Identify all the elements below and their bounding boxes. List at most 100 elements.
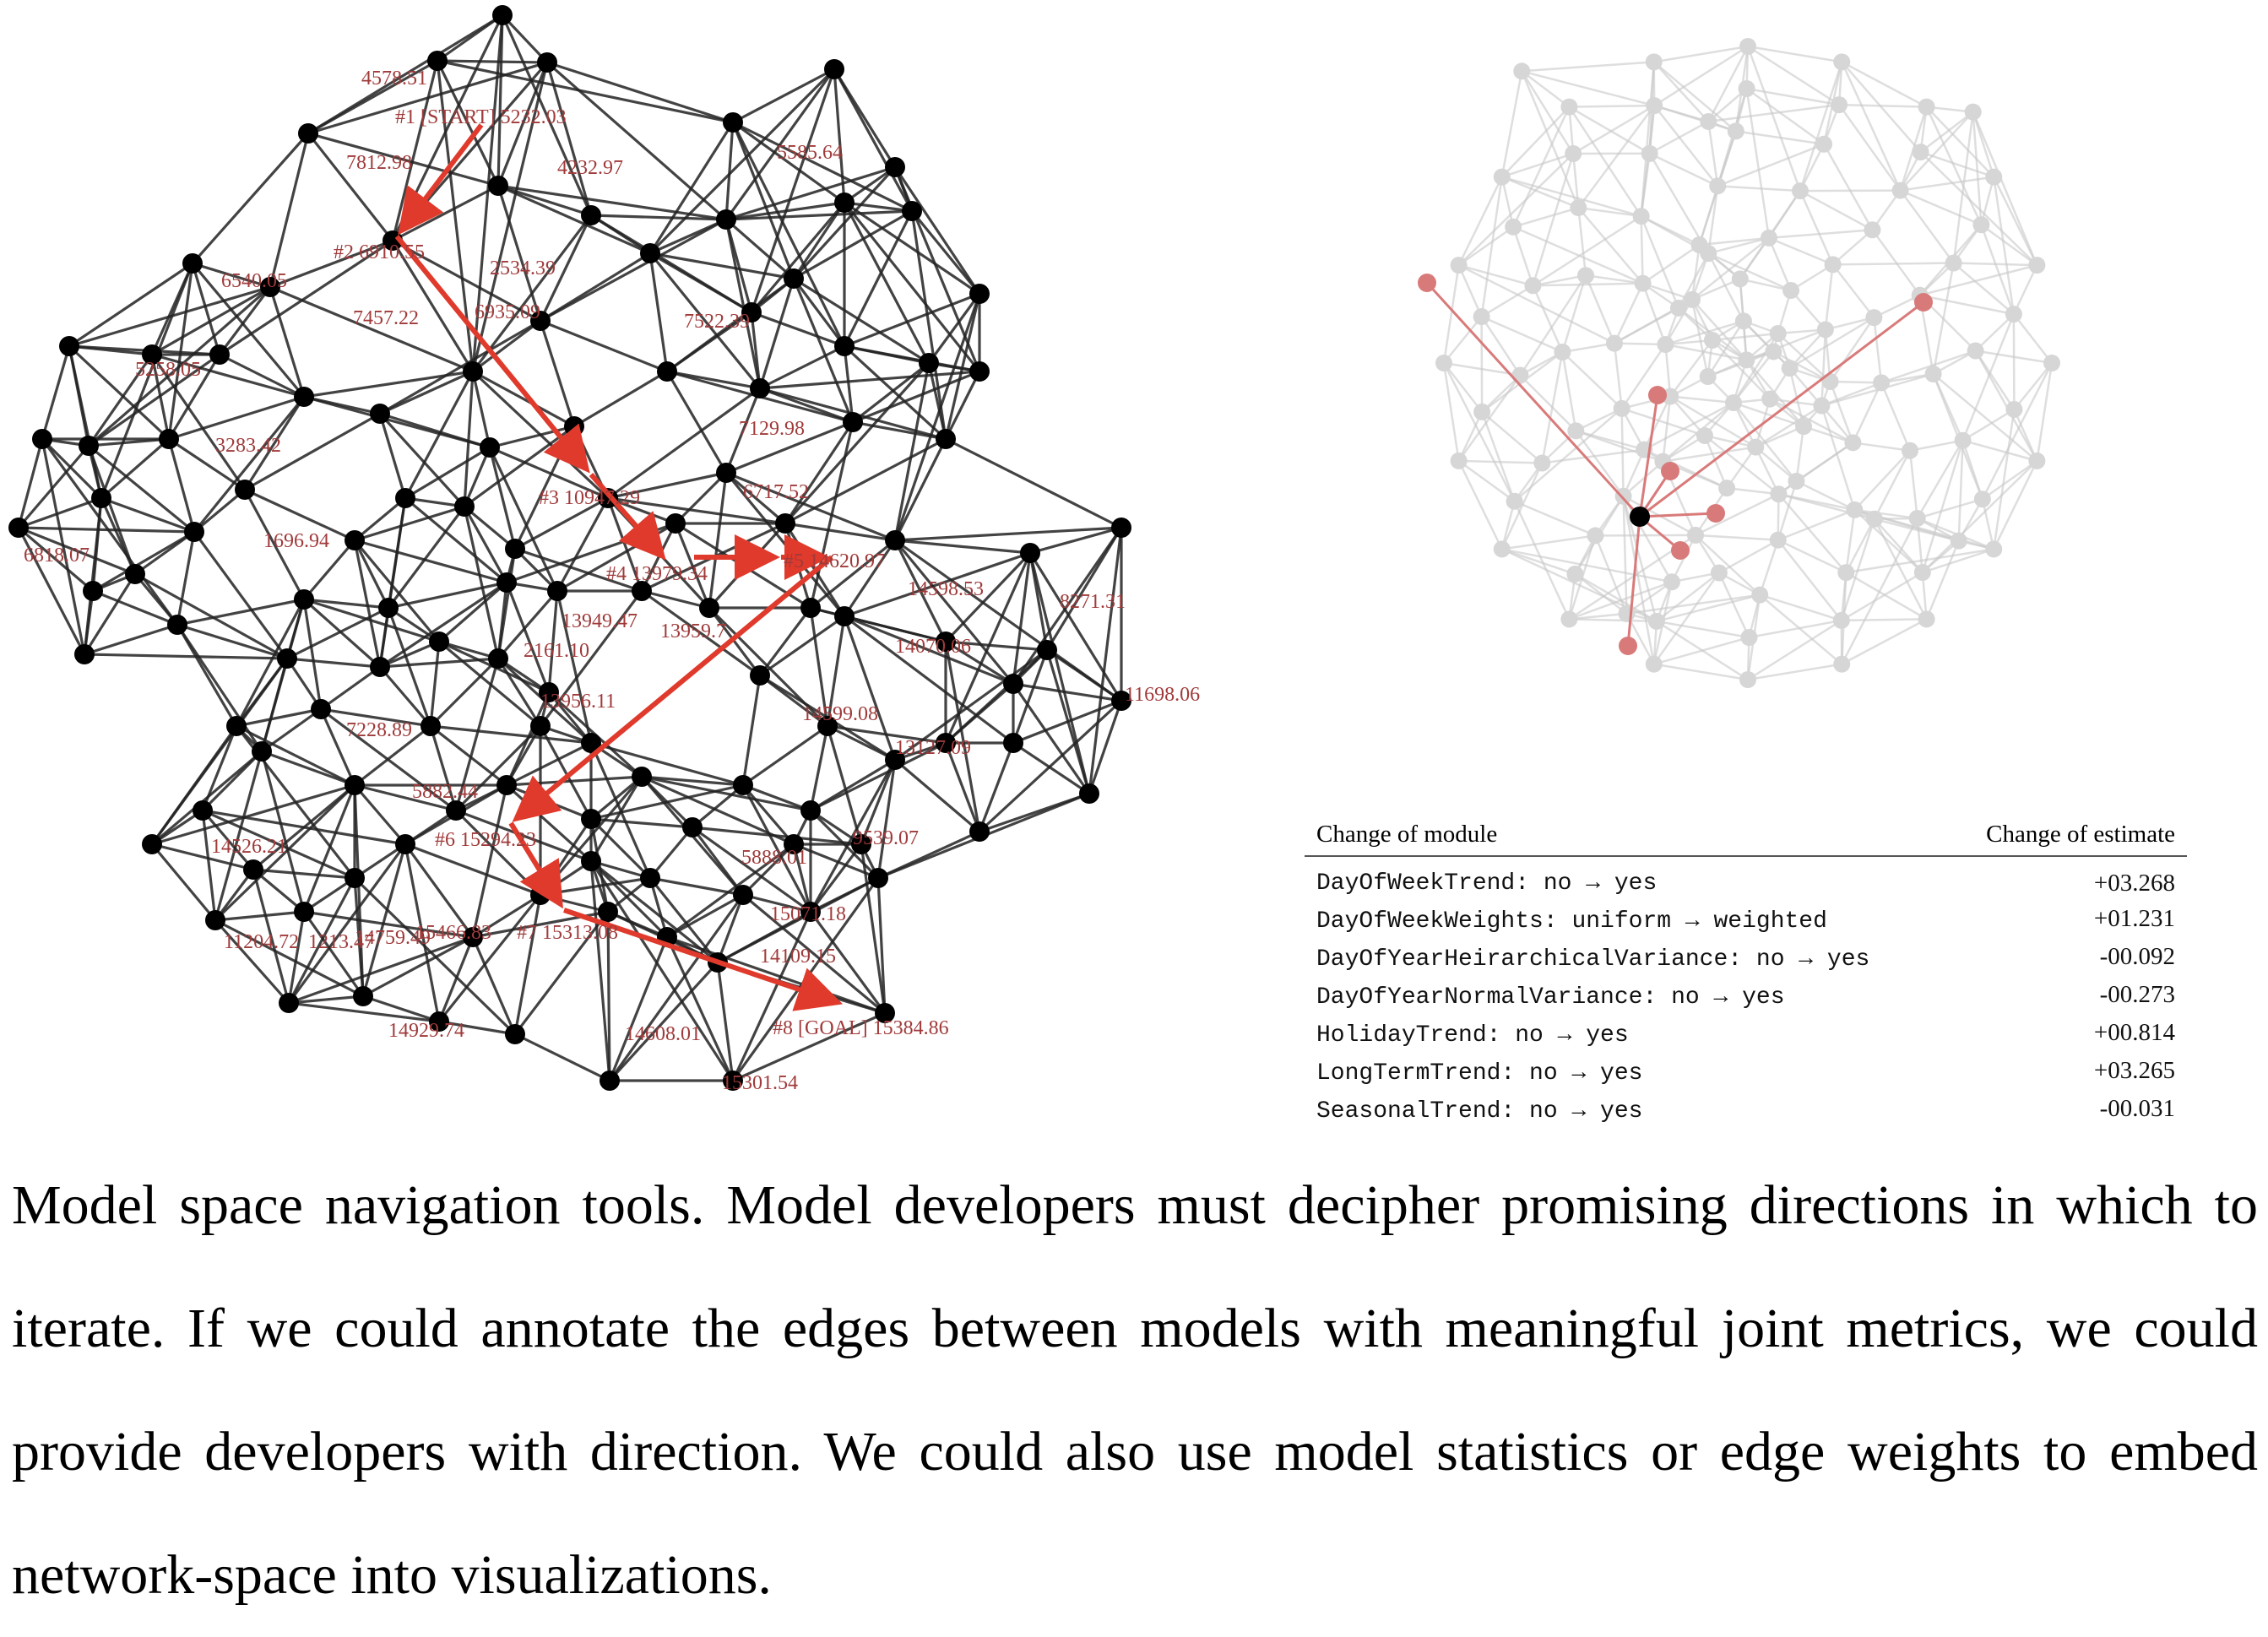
module-change-cell: DayOfWeekWeights: uniform → weighted — [1305, 900, 1956, 938]
graph-node — [1003, 733, 1023, 753]
graph-edge — [946, 439, 1121, 528]
graph-node — [919, 353, 939, 373]
graph-edge — [1515, 501, 1596, 536]
graph-edge — [1748, 46, 1800, 191]
faded-graph-node — [1902, 442, 1918, 459]
graph-edge — [1842, 62, 1900, 190]
graph-node — [537, 52, 557, 73]
node-label: 3283.42 — [215, 435, 281, 457]
graph-edge — [1921, 152, 2037, 265]
faded-graph-node — [1657, 336, 1674, 353]
estimate-change-cell: +03.265 — [1956, 1052, 2187, 1090]
graph-edge — [811, 726, 827, 810]
estimate-change-cell: -00.092 — [1956, 938, 2187, 976]
faded-graph-node — [1846, 501, 1863, 518]
graph-edge — [895, 540, 1030, 553]
column-header-estimate: Change of estimate — [1956, 821, 2187, 856]
faded-graph-node — [1505, 219, 1522, 236]
faded-graph-node — [1965, 104, 1982, 121]
faded-graph-node — [1451, 257, 1468, 274]
graph-node — [1111, 518, 1131, 538]
graph-edge — [540, 220, 726, 321]
graph-edge — [540, 321, 667, 371]
graph-edge — [1522, 71, 1654, 106]
graph-edge — [1459, 461, 1502, 550]
faded-graph-node — [1511, 366, 1528, 383]
graph-edge — [547, 62, 591, 215]
graph-node — [8, 518, 29, 538]
graph-edge — [215, 912, 304, 920]
graph-edge — [1700, 186, 1718, 245]
graph-edge — [287, 659, 380, 667]
faded-graph-node — [1985, 540, 2002, 557]
faded-graph-node — [1735, 312, 1752, 329]
graph-edge — [1983, 461, 2037, 499]
graph-edge — [1826, 264, 1833, 329]
graph-node — [834, 336, 855, 356]
graph-edge — [431, 726, 507, 785]
graph-node — [488, 648, 508, 669]
graph-node — [775, 513, 795, 534]
graph-edge — [321, 667, 380, 709]
graph-edge — [1778, 540, 1842, 621]
faded-graph-node — [1739, 38, 1756, 55]
estimate-change-cell: +03.268 — [1956, 856, 2187, 900]
node-label: 14598.53 — [908, 578, 984, 600]
estimate-change-cell: -00.031 — [1956, 1090, 2187, 1128]
graph-edge — [895, 167, 979, 371]
graph-edge — [1842, 619, 1927, 621]
faded-graph-node — [1435, 355, 1452, 371]
graph-node — [1079, 783, 1099, 804]
faded-graph-node — [1909, 510, 1926, 527]
faded-graph-node — [1751, 587, 1768, 604]
graph-node — [125, 564, 145, 584]
graph-edge — [1910, 451, 1918, 518]
faded-graph-node — [1663, 573, 1680, 590]
graph-node — [902, 201, 922, 221]
faded-graph-node — [1945, 255, 1962, 272]
table-row: DayOfYearHeirarchicalVariance: no → yes … — [1305, 938, 2187, 976]
node-label: 4578.51 — [361, 68, 427, 89]
neighbor-node — [1619, 637, 1637, 655]
graph-edge — [515, 895, 540, 1034]
graph-node — [83, 581, 103, 601]
graph-node — [716, 463, 736, 483]
faded-graph-node — [1831, 96, 1847, 113]
node-label: 14109.15 — [760, 946, 836, 968]
faded-graph-node — [1494, 169, 1511, 186]
graph-edge — [473, 371, 490, 447]
node-label: 7129.98 — [739, 418, 805, 440]
graph-edge — [895, 167, 979, 294]
graph-node — [294, 387, 314, 407]
graph-edge — [1533, 284, 1642, 286]
faded-graph-node — [1788, 473, 1804, 490]
faded-graph-node — [1473, 404, 1490, 420]
graph-node — [463, 361, 483, 382]
faded-graph-node — [1974, 491, 1991, 507]
faded-graph-node — [1864, 221, 1880, 238]
faded-graph-node — [1646, 656, 1663, 673]
figure-caption: Model space navigation tools. Model deve… — [12, 1144, 2258, 1637]
faded-graph-node — [1473, 308, 1490, 325]
graph-edge — [1854, 451, 1910, 510]
graph-node — [733, 885, 753, 905]
faded-graph-node — [1711, 564, 1728, 581]
faded-graph-node — [1494, 540, 1511, 557]
node-label: 6818.07 — [24, 545, 90, 566]
graph-edge — [152, 844, 215, 920]
graph-node — [488, 176, 508, 196]
node-label: 6935.09 — [475, 301, 540, 323]
faded-graph-node — [1566, 566, 1583, 583]
graph-edge — [1842, 62, 1926, 106]
graph-edge — [431, 642, 439, 726]
faded-graph-node — [1565, 145, 1582, 162]
graph-node — [640, 243, 660, 263]
graph-edge — [1586, 275, 1614, 343]
graph-edge — [743, 726, 827, 785]
faded-graph-node — [1913, 144, 1929, 160]
graph-node — [600, 1071, 620, 1091]
graph-edge — [1920, 295, 2014, 314]
node-label: 13959.7 — [660, 621, 726, 642]
graph-edge — [1578, 208, 1641, 216]
graph-edge — [177, 532, 194, 625]
